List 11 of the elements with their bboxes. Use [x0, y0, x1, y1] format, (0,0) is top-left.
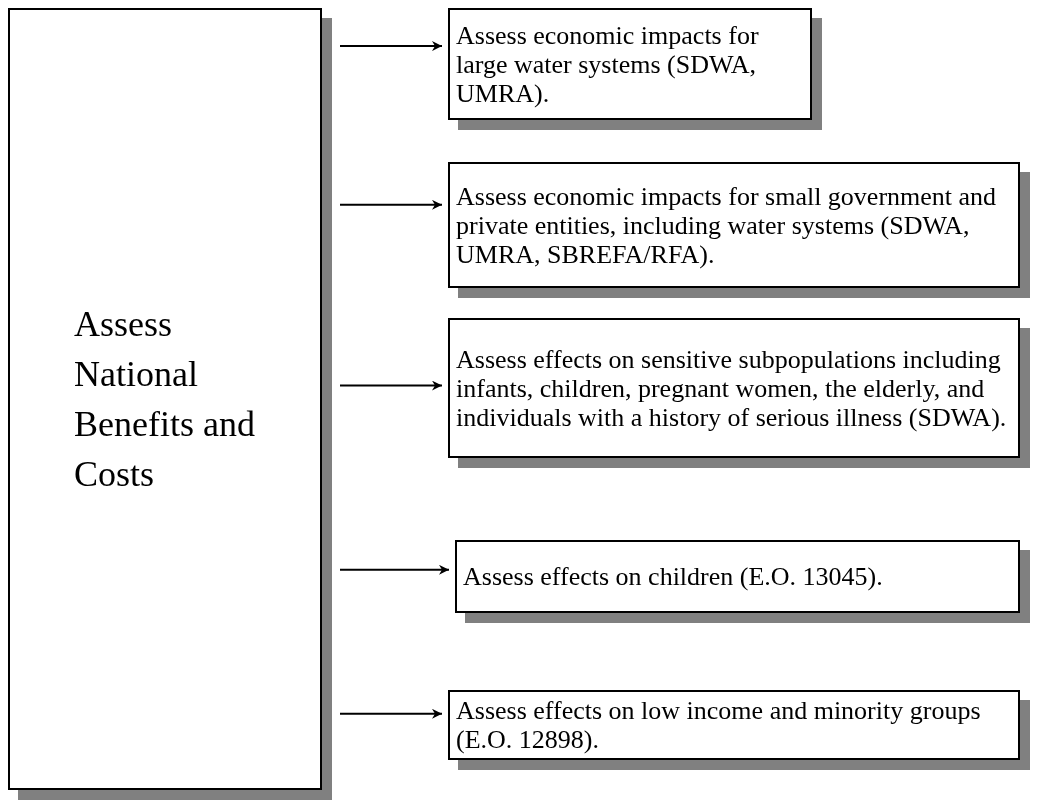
arrow — [339, 199, 443, 210]
heading-text: Assess National Benefits and Costs — [74, 303, 256, 496]
arrow — [339, 564, 450, 575]
step-text: Assess effects on sensitive subpopulations including infants, children, pregnant women, the elderly, and individuals with a history of serious illness (SDWA). — [456, 344, 1008, 432]
arrow — [339, 41, 443, 52]
arrow — [339, 708, 443, 719]
arrow — [339, 380, 443, 391]
step-text: Assess effects on low income and minority groups (E.O. 12898). — [456, 696, 982, 754]
step-text: Assess economic impacts for small government and private entities, including water systems (SDWA, UMRA, SBREFA/RFA). — [456, 181, 998, 269]
step-text: Assess economic impacts for large water systems (SDWA, UMRA). — [456, 20, 760, 108]
step-text: Assess effects on children (E.O. 13045). — [463, 562, 884, 591]
